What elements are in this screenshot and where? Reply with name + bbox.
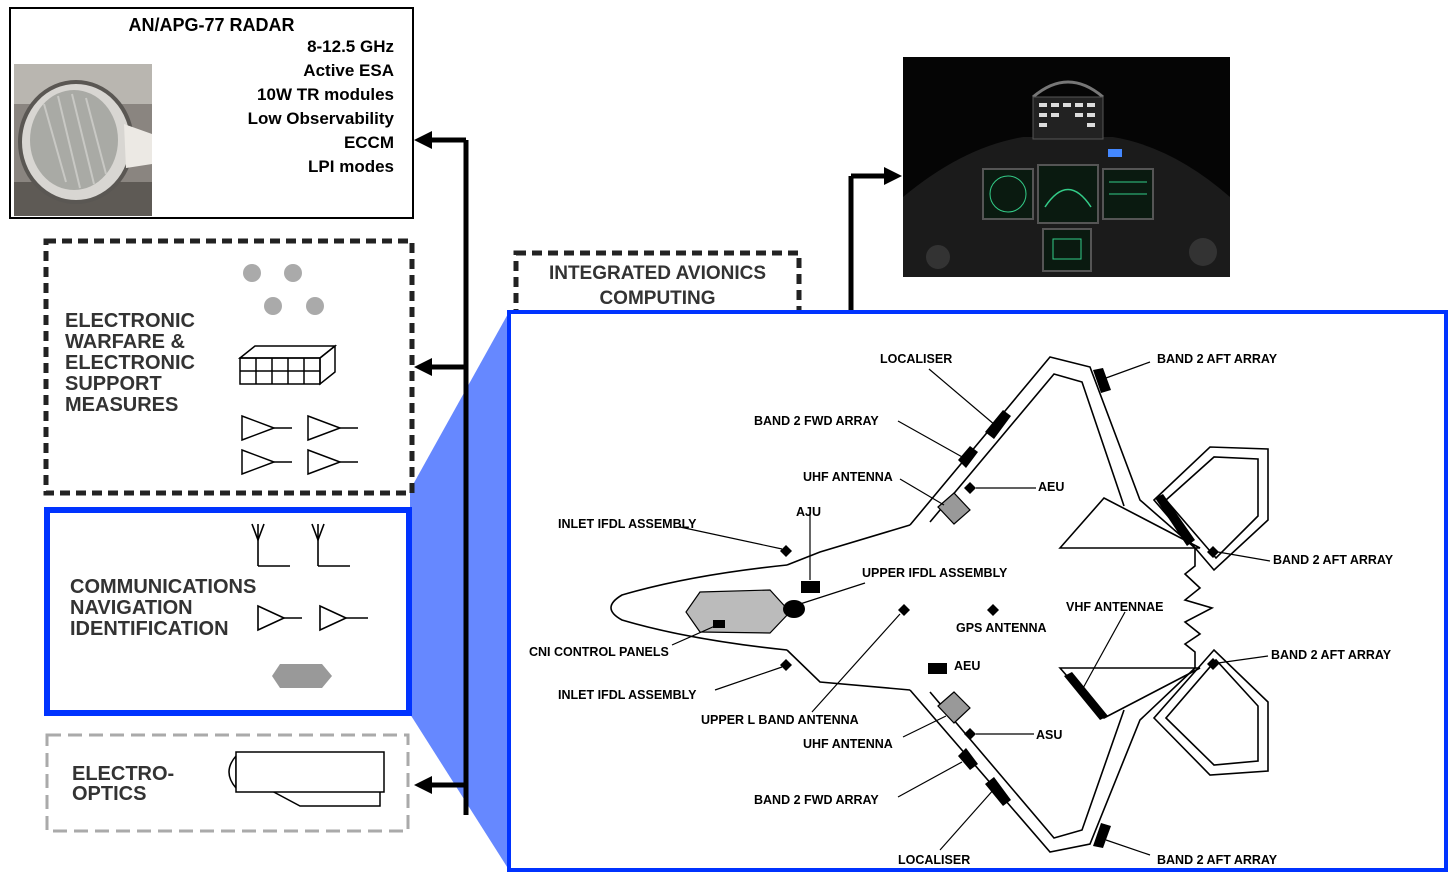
label-uhf-antenna-bottom: UHF ANTENNA <box>803 737 893 751</box>
label-band2-aft-right-bottom: BAND 2 AFT ARRAY <box>1271 648 1391 662</box>
radar-spec-tr-modules: 10W TR modules <box>257 85 394 105</box>
label-band2-fwd-bottom: BAND 2 FWD ARRAY <box>754 793 879 807</box>
label-band2-aft-right-top: BAND 2 AFT ARRAY <box>1273 553 1393 567</box>
label-band2-aft-top: BAND 2 AFT ARRAY <box>1157 352 1277 366</box>
ew-label-line: WARFARE & <box>65 332 195 353</box>
cni-label-line: IDENTIFICATION <box>70 619 256 640</box>
radar-spec-lpi: LPI modes <box>308 157 394 177</box>
arrowhead-eo <box>414 776 432 794</box>
cni-pod-icon <box>272 664 332 688</box>
arrowhead-cockpit <box>884 167 902 185</box>
iac-label-line: COMPUTING <box>516 286 799 311</box>
label-gps-antenna: GPS ANTENNA <box>956 621 1047 635</box>
label-inlet-ifdl-bottom: INLET IFDL ASSEMBLY <box>558 688 696 702</box>
label-inlet-ifdl-top: INLET IFDL ASSEMBLY <box>558 517 696 531</box>
eo-label-line: OPTICS <box>72 784 174 804</box>
cockpit-photo <box>903 57 1230 277</box>
label-upper-l-band: UPPER L BAND ANTENNA <box>701 713 859 727</box>
radar-box: AN/APG-77 RADAR 8-12.5 GHz Active ESA 10… <box>9 7 414 219</box>
label-band2-fwd-top: BAND 2 FWD ARRAY <box>754 414 879 428</box>
iac-label-line: INTEGRATED AVIONICS <box>516 261 799 286</box>
label-upper-ifdl: UPPER IFDL ASSEMBLY <box>862 566 1007 580</box>
label-asu: ASU <box>1036 728 1062 742</box>
radar-spec-low-observability: Low Observability <box>248 109 394 129</box>
radar-spec-eccm: ECCM <box>344 133 394 153</box>
canopy <box>686 590 790 633</box>
label-vhf-antennae: VHF ANTENNAE <box>1066 600 1163 614</box>
ew-label-line: SUPPORT <box>65 374 195 395</box>
label-cni-control-panels: CNI CONTROL PANELS <box>529 645 669 659</box>
iac-label: INTEGRATED AVIONICS COMPUTING <box>516 261 799 311</box>
radar-spec-esa: Active ESA <box>303 61 394 81</box>
radar-spec-frequency: 8-12.5 GHz <box>307 37 394 57</box>
eo-label-line: ELECTRO- <box>72 764 174 784</box>
label-aju: AJU <box>796 505 821 519</box>
cni-label-line: COMMUNICATIONS <box>70 577 256 598</box>
arrowhead-radar <box>414 131 432 149</box>
aircraft-panel <box>509 312 1446 870</box>
label-aeu-bottom: AEU <box>954 659 980 673</box>
arrowhead-ew <box>414 358 432 376</box>
label-band2-aft-bottom: BAND 2 AFT ARRAY <box>1157 853 1277 867</box>
radar-antenna-photo <box>14 64 152 216</box>
label-uhf-antenna-top: UHF ANTENNA <box>803 470 893 484</box>
ew-label-line: MEASURES <box>65 395 195 416</box>
label-localiser-bottom: LOCALISER <box>898 853 970 867</box>
label-aeu-top: AEU <box>1038 480 1064 494</box>
eo-label: ELECTRO- OPTICS <box>72 764 174 804</box>
ew-label-line: ELECTRONIC <box>65 311 195 332</box>
ew-label-line: ELECTRONIC <box>65 353 195 374</box>
cni-label: COMMUNICATIONS NAVIGATION IDENTIFICATION <box>70 577 256 640</box>
ew-label: ELECTRONIC WARFARE & ELECTRONIC SUPPORT … <box>65 311 195 416</box>
label-localiser-top: LOCALISER <box>880 352 952 366</box>
radar-title: AN/APG-77 RADAR <box>11 15 412 36</box>
cni-label-line: NAVIGATION <box>70 598 256 619</box>
